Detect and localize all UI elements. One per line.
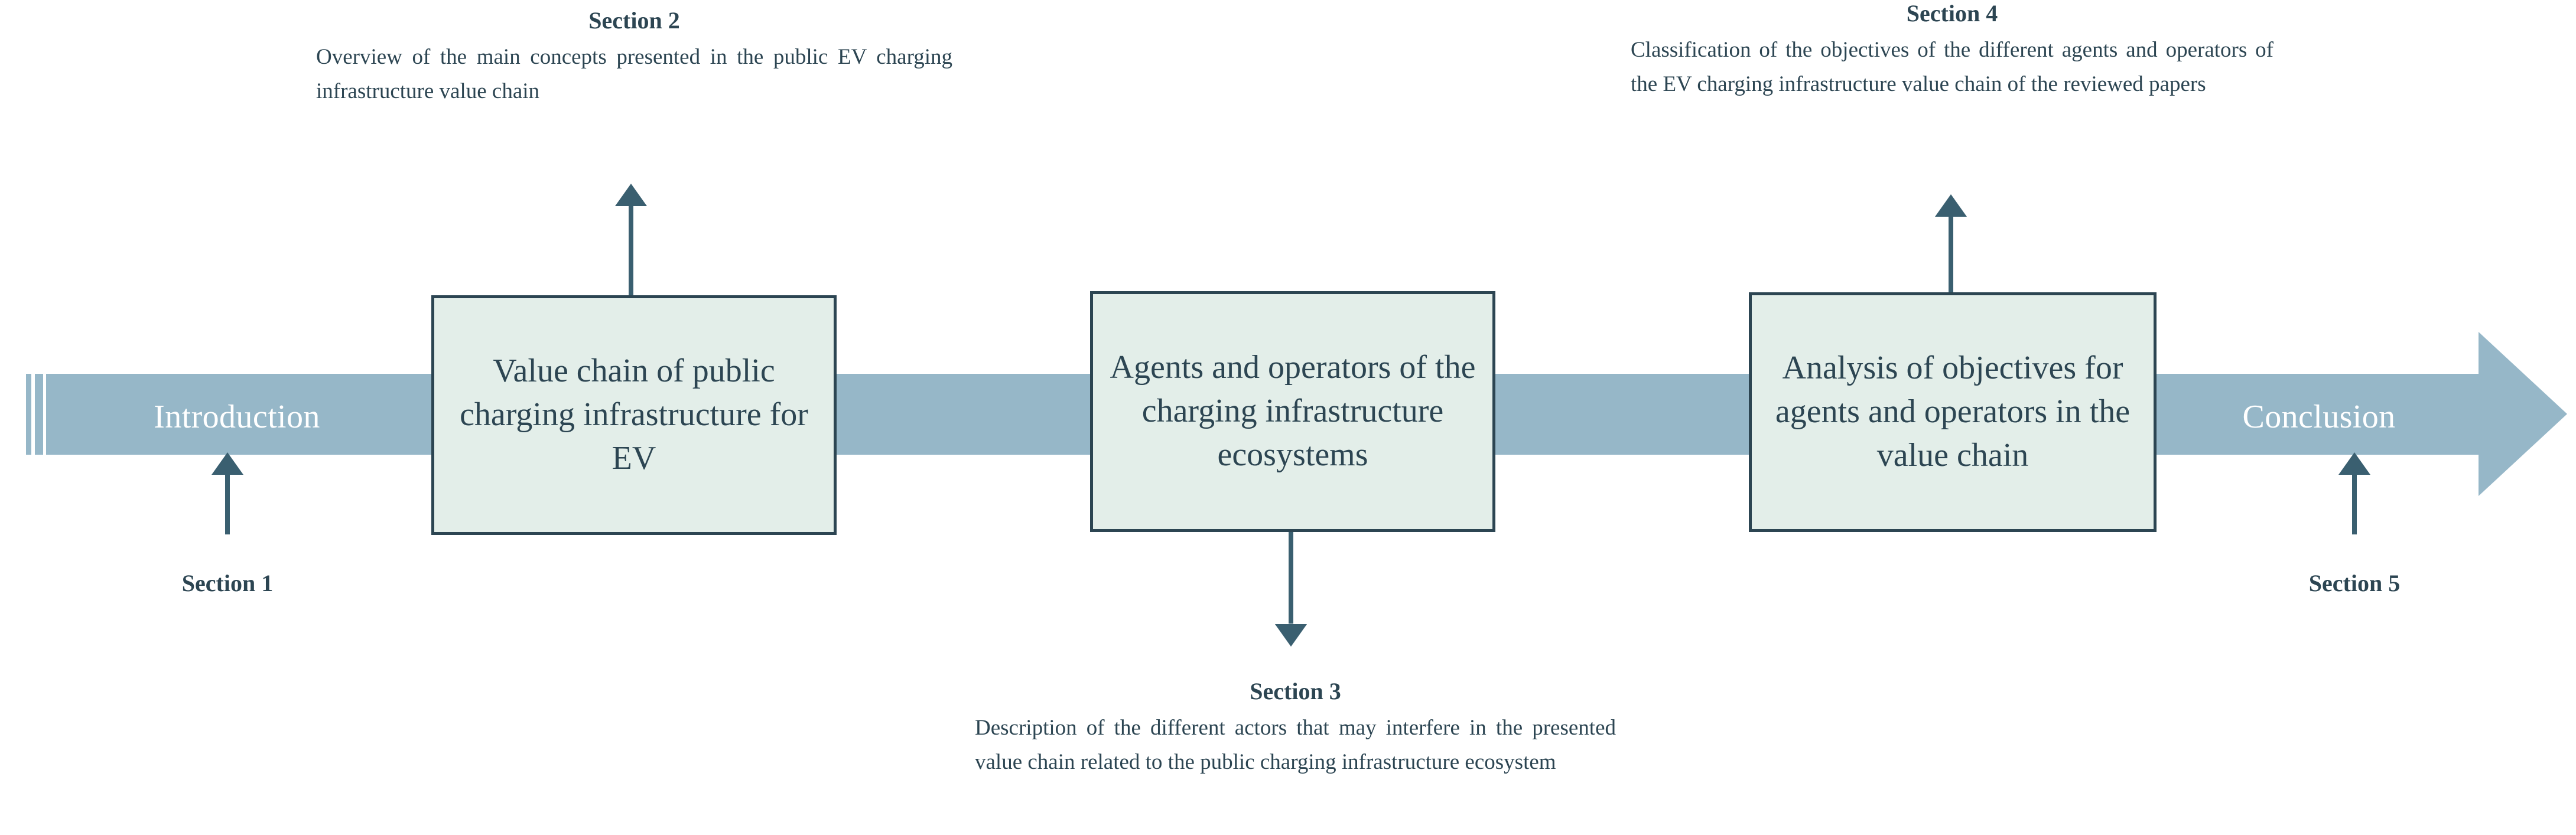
- callout-title: Section 2: [588, 7, 680, 34]
- connector-section-5: [2338, 452, 2370, 534]
- callout-body: Overview of the main concepts presented …: [316, 45, 952, 103]
- connector-section-2: [615, 184, 647, 297]
- connector-section-4: [1935, 194, 1967, 295]
- stage-box-label: Value chain of public charging infrastru…: [460, 353, 808, 477]
- motion-lines-icon: [26, 374, 43, 455]
- band-stage-conclusion: Conclusion: [2242, 399, 2396, 435]
- stage-box-analysis-objectives[interactable]: Analysis of objectives for agents and op…: [1749, 292, 2157, 532]
- callout-body: Classification of the objectives of the …: [1631, 38, 2273, 96]
- stage-box-label: Agents and operators of the charging inf…: [1110, 349, 1476, 473]
- callout-body: Description of the different actors that…: [975, 716, 1616, 774]
- callout-section-3: Section 3 Description of the different a…: [975, 678, 1616, 779]
- callout-section-4: Section 4 Classification of the objectiv…: [1631, 0, 2273, 101]
- stage-box-agents-operators[interactable]: Agents and operators of the charging inf…: [1090, 291, 1495, 532]
- stage-box-value-chain[interactable]: Value chain of public charging infrastru…: [431, 295, 837, 535]
- callout-title: Section 3: [1250, 678, 1341, 704]
- section-tag-5: Section 5: [2308, 570, 2401, 596]
- band-stage-introduction: Introduction: [154, 399, 320, 435]
- connector-section-1: [212, 452, 243, 534]
- connector-section-3: [1275, 530, 1307, 647]
- section-tag-1: Section 1: [181, 570, 274, 596]
- callout-section-2: Section 2 Overview of the main concepts …: [316, 7, 952, 108]
- callout-title: Section 4: [1906, 0, 1998, 27]
- stage-box-label: Analysis of objectives for agents and op…: [1775, 350, 2131, 474]
